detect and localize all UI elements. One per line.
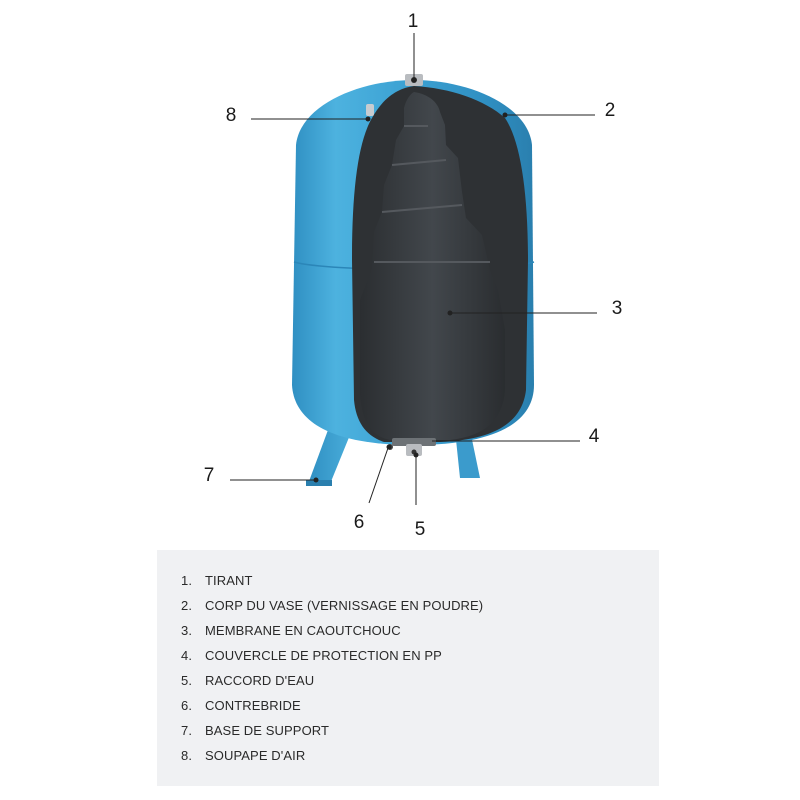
callout-1: 1 <box>408 11 419 32</box>
callout-4: 4 <box>589 426 600 447</box>
support-legs <box>306 430 480 486</box>
leader-dot-1 <box>411 77 417 83</box>
bottom-fittings <box>387 438 436 456</box>
membrane-ridges <box>374 125 490 263</box>
legend-item-number: 5. <box>181 673 193 688</box>
leg-right <box>455 430 480 478</box>
legend-item-label: TIRANT <box>205 573 253 588</box>
callout-5: 5 <box>415 519 426 540</box>
expansion-tank-diagram: 1 2 3 4 5 6 7 8 <box>204 11 623 540</box>
leg-left <box>308 430 352 484</box>
legend-item-number: 3. <box>181 623 193 638</box>
legend-item-label: COUVERCLE DE PROTECTION EN PP <box>205 648 442 663</box>
callout-6: 6 <box>354 512 365 533</box>
leader-dot-3 <box>447 310 453 316</box>
legend-item-number: 7. <box>181 723 193 738</box>
legend-item-number: 8. <box>181 748 193 763</box>
rubber-membrane <box>360 92 505 440</box>
leader-dot-2 <box>502 112 508 118</box>
legend-item-label: BASE DE SUPPORT <box>205 723 330 738</box>
legend-item: 6. CONTREBRIDE <box>181 693 659 718</box>
callout-7: 7 <box>204 465 215 486</box>
legend-list: 1. TIRANT 2. CORP DU VASE (VERNISSAGE EN… <box>157 550 659 768</box>
callout-3: 3 <box>612 298 623 319</box>
leader-dot-8 <box>365 116 371 122</box>
legend-item-number: 6. <box>181 698 193 713</box>
legend-item: 8. SOUPAPE D'AIR <box>181 743 659 768</box>
air-valve <box>366 104 374 116</box>
legend-item: 2. CORP DU VASE (VERNISSAGE EN POUDRE) <box>181 593 659 618</box>
legend-item: 4. COUVERCLE DE PROTECTION EN PP <box>181 643 659 668</box>
legend-item-number: 2. <box>181 598 193 613</box>
legend-item-label: MEMBRANE EN CAOUTCHOUC <box>205 623 401 638</box>
legend-item-number: 1. <box>181 573 193 588</box>
leader-dot-5 <box>413 452 419 458</box>
legend-item-label: CORP DU VASE (VERNISSAGE EN POUDRE) <box>205 598 484 613</box>
legend-item: 7. BASE DE SUPPORT <box>181 718 659 743</box>
legend-item-label: SOUPAPE D'AIR <box>205 748 306 763</box>
legend-item: 3. MEMBRANE EN CAOUTCHOUC <box>181 618 659 643</box>
leg-left-foot <box>306 480 332 486</box>
legend-item: 5. RACCORD D'EAU <box>181 668 659 693</box>
leader-dot-7 <box>313 477 319 483</box>
leader-6 <box>368 447 389 504</box>
legend-item-label: CONTREBRIDE <box>205 698 301 713</box>
legend-item-number: 4. <box>181 648 193 663</box>
callout-8: 8 <box>226 105 237 126</box>
legend-item-label: RACCORD D'EAU <box>205 673 315 688</box>
legend-panel: 1. TIRANT 2. CORP DU VASE (VERNISSAGE EN… <box>157 550 659 786</box>
leader-dot-6 <box>386 444 392 450</box>
legend-item: 1. TIRANT <box>181 568 659 593</box>
callout-2: 2 <box>605 100 616 121</box>
